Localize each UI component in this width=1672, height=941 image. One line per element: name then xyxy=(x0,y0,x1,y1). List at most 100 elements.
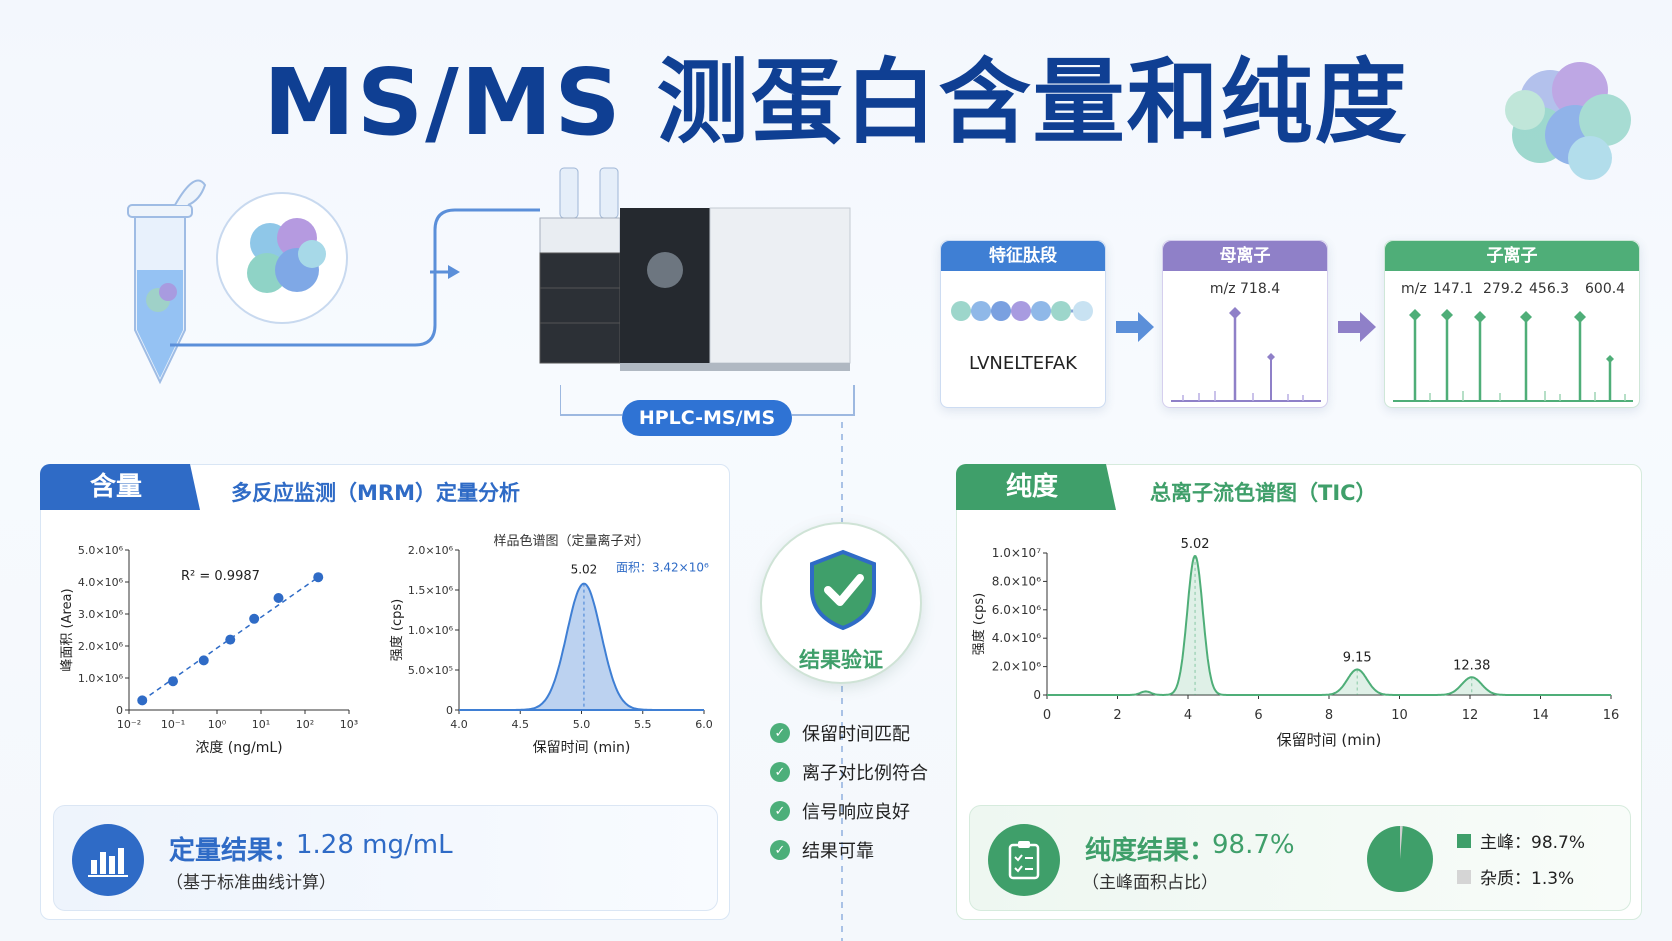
y-tick-label: 6.0×10⁶ xyxy=(992,603,1041,617)
precursor-spectrum xyxy=(1171,307,1321,402)
x-tick-label: 2 xyxy=(1113,708,1121,723)
peak-label: 12.38 xyxy=(1453,658,1490,673)
x-axis-label: 保留时间 (min) xyxy=(1277,731,1382,749)
area-label: 面积：3.42×10⁶ xyxy=(616,561,709,575)
y-tick-label: 2.0×10⁶ xyxy=(78,640,124,653)
x-tick-label: 5.0 xyxy=(573,718,591,731)
data-point xyxy=(137,695,148,706)
y-tick-label: 2.0×10⁶ xyxy=(992,660,1041,674)
x-tick-label: 5.5 xyxy=(634,718,652,731)
y-tick-label: 0 xyxy=(116,704,123,717)
product-card: 子离子 m/z 147.1 279.2 456.3 600.4 xyxy=(1384,240,1640,408)
data-point xyxy=(273,593,284,603)
y-tick-label: 1.0×10⁶ xyxy=(408,624,454,637)
pie-slice-impurity xyxy=(1400,825,1403,859)
x-axis-label: 浓度 (ng/mL) xyxy=(195,740,282,755)
content-subtitle: 多反应监测（MRM）定量分析 xyxy=(231,481,520,505)
purity-result-box: 纯度结果： 98.7% （主峰面积占比） 主峰：98.7% 杂质：1.3% xyxy=(969,805,1631,911)
purity-result-value: 98.7% xyxy=(1212,830,1295,860)
x-tick-label: 10³ xyxy=(340,718,358,731)
content-result-box: 定量结果： 1.28 mg/mL （基于标准曲线计算） xyxy=(53,805,718,911)
x-tick-label: 8 xyxy=(1325,708,1333,723)
check-icon: ✓ xyxy=(770,723,790,743)
arrow-right-icon xyxy=(1116,312,1154,342)
tic-fill xyxy=(1047,556,1611,695)
check-item: ✓结果可靠 xyxy=(770,837,874,863)
legend-impurity-label: 杂质：1.3% xyxy=(1480,869,1575,889)
page-title: MS/MS 测蛋白含量和纯度 xyxy=(263,49,1409,156)
peak-label: 5.02 xyxy=(571,563,598,577)
standard-curve-chart: 01.0×10⁶2.0×10⁶3.0×10⁶4.0×10⁶5.0×10⁶10⁻²… xyxy=(60,544,358,755)
protein-structure-icon xyxy=(1505,62,1631,180)
purity-pie-chart xyxy=(1367,825,1433,892)
y-tick-label: 0 xyxy=(446,704,453,717)
data-point xyxy=(249,613,260,624)
y-tick-label: 2.0×10⁶ xyxy=(408,544,454,557)
bar-chart-icon xyxy=(72,824,144,896)
protein-zoom-icon xyxy=(216,192,348,324)
x-tick-label: 6.0 xyxy=(695,718,713,731)
sample-tube-icon xyxy=(127,179,207,385)
x-tick-label: 10 xyxy=(1391,708,1408,723)
y-tick-label: 4.0×10⁶ xyxy=(992,631,1041,645)
verification-badge: 结果验证 xyxy=(760,522,922,684)
peak-area xyxy=(459,582,704,711)
y-tick-label: 8.0×10⁶ xyxy=(992,574,1041,588)
bracket-line xyxy=(560,385,855,416)
purity-result-note: （主峰面积占比） xyxy=(1082,873,1218,893)
content-result-title: 定量结果： xyxy=(169,836,300,866)
hplc-ms-instrument-icon xyxy=(539,167,851,371)
y-tick-label: 1.0×10⁷ xyxy=(992,546,1041,560)
product-mz-1: 147.1 xyxy=(1433,281,1474,297)
purity-tab: 纯度 xyxy=(956,464,1116,510)
x-tick-label: 10⁻² xyxy=(117,718,141,731)
legend-main-label: 主峰：98.7% xyxy=(1480,833,1586,853)
content-result-note: （基于标准曲线计算） xyxy=(166,873,336,893)
y-tick-label: 3.0×10⁶ xyxy=(78,608,124,621)
legend-impurity-swatch xyxy=(1457,870,1471,884)
x-tick-label: 16 xyxy=(1603,708,1620,723)
x-tick-label: 4.0 xyxy=(450,718,468,731)
x-tick-label: 4.5 xyxy=(512,718,530,731)
peptide-card-header: 特征肽段 xyxy=(941,241,1105,271)
product-mz-3: 456.3 xyxy=(1529,281,1570,297)
verification-label: 结果验证 xyxy=(799,648,883,672)
y-axis-label: 强度 (cps) xyxy=(389,599,405,661)
x-axis-label: 保留时间 (min) xyxy=(533,740,631,755)
r-squared-label: R² = 0.9987 xyxy=(181,569,260,584)
y-tick-label: 4.0×10⁶ xyxy=(78,576,124,589)
check-icon: ✓ xyxy=(770,762,790,782)
data-point xyxy=(225,634,236,645)
instrument-label: HPLC-MS/MS xyxy=(622,400,792,436)
product-mz-2: 279.2 xyxy=(1483,281,1524,297)
x-tick-label: 10⁻¹ xyxy=(161,718,185,731)
precursor-mz: m/z 718.4 xyxy=(1209,281,1281,297)
legend-main-swatch xyxy=(1457,834,1471,848)
divider-line xyxy=(841,422,843,941)
product-mz-prefix: m/z xyxy=(1401,281,1427,297)
flow-line xyxy=(170,208,540,347)
precursor-card-header: 母离子 xyxy=(1163,241,1327,271)
content-tab: 含量 xyxy=(40,464,200,510)
purity-panel: 纯度 总离子流色谱图（TIC） 0 2.0×10⁶ 4.0×10⁶ 6.0×10⁶ 8.… xyxy=(956,464,1642,920)
purity-subtitle: 总离子流色谱图（TIC） xyxy=(1150,481,1377,505)
data-point xyxy=(198,655,209,666)
check-icon: ✓ xyxy=(770,840,790,860)
content-panel: 含量 多反应监测（MRM）定量分析 0 1.0×10⁶ 2.0×10⁶ 3.0×10⁶… xyxy=(40,464,730,920)
product-card-header: 子离子 xyxy=(1385,241,1639,271)
purity-result-title: 纯度结果： xyxy=(1085,836,1216,866)
x-tick-label: 0 xyxy=(1043,708,1051,723)
y-tick-label: 5.0×10⁵ xyxy=(408,664,453,677)
peptide-sequence: LVNELTEFAK xyxy=(969,353,1077,374)
y-tick-label: 5.0×10⁶ xyxy=(78,544,124,557)
x-tick-label: 10¹ xyxy=(252,718,270,731)
check-icon: ✓ xyxy=(770,801,790,821)
arrow-right-icon xyxy=(1338,312,1376,342)
tic-line xyxy=(1047,555,1611,696)
precursor-card: 母离子 m/z 718.4 xyxy=(1162,240,1328,408)
shield-check-icon xyxy=(810,549,876,631)
clipboard-icon xyxy=(988,824,1060,896)
y-axis-label: 强度 (cps) xyxy=(971,593,987,655)
